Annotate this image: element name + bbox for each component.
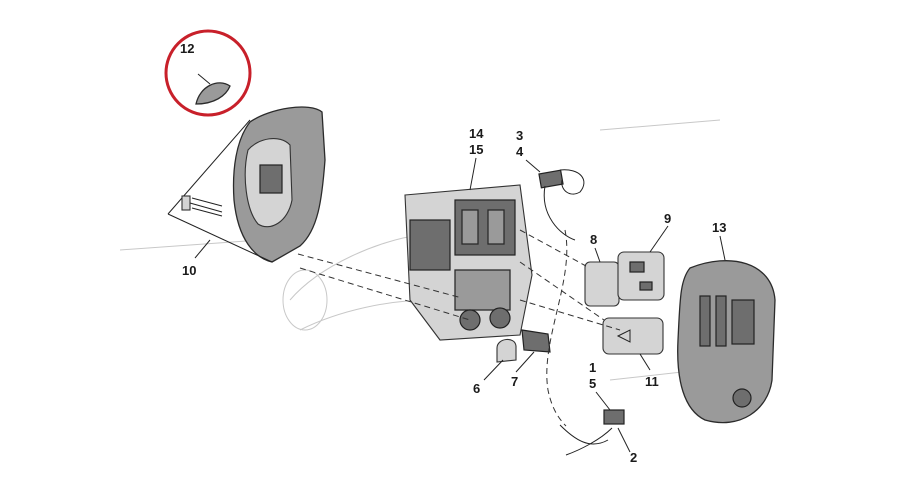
callout-10: 10	[182, 263, 196, 278]
part-11-button	[602, 317, 664, 371]
part-14-15-switch-assembly	[404, 157, 533, 341]
callout-12: 12	[180, 41, 194, 56]
part-13-right-housing	[677, 235, 776, 424]
callout-4: 4	[516, 144, 524, 159]
part-12-cap	[195, 73, 231, 105]
screw	[181, 195, 223, 217]
callout-5: 5	[589, 376, 596, 391]
callout-2: 2	[630, 450, 637, 465]
callout-7: 7	[511, 374, 518, 389]
part-8-button	[584, 247, 620, 307]
part-9-button	[617, 225, 669, 301]
part-6-7-buttons	[483, 329, 551, 381]
callout-13: 13	[712, 220, 726, 235]
callout-9: 9	[664, 211, 671, 226]
callout-1: 1	[589, 360, 596, 375]
callout-14: 14	[469, 126, 484, 141]
part-3-4-connector	[525, 159, 585, 241]
alignment-lines	[297, 229, 621, 427]
callout-15: 15	[469, 142, 483, 157]
highlight-circle	[164, 29, 252, 117]
callout-3: 3	[516, 128, 523, 143]
part-1-2-5-lower-connector	[559, 391, 631, 456]
callout-8: 8	[590, 232, 597, 247]
callout-6: 6	[473, 381, 480, 396]
callout-11: 11	[645, 374, 659, 389]
part-10-left-housing	[167, 106, 326, 263]
